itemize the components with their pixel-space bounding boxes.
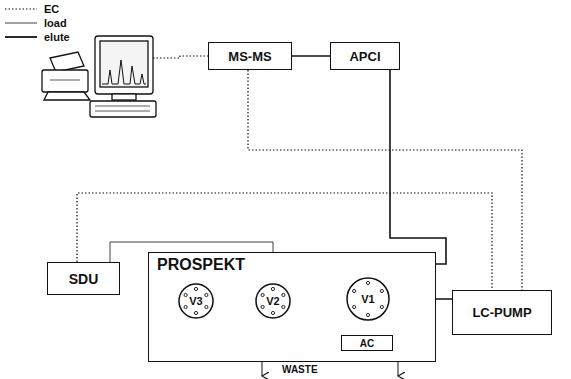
legend-label: elute bbox=[44, 31, 70, 43]
legend: EC load elute bbox=[4, 2, 70, 44]
legend-line-sample bbox=[4, 18, 38, 28]
node-label: V1 bbox=[361, 293, 374, 305]
instrument-box: LC-PUMP bbox=[452, 290, 552, 335]
node-label: PROSPEKT bbox=[157, 256, 245, 274]
node-label: AC bbox=[360, 338, 374, 349]
computer-icon bbox=[90, 36, 156, 117]
node-label: V3 bbox=[189, 295, 202, 307]
flow-connector bbox=[368, 70, 446, 277]
valve-circle: V3 bbox=[178, 283, 214, 319]
legend-item: elute bbox=[4, 30, 70, 44]
instrument-box: MS-MS bbox=[208, 42, 292, 70]
waste-label: WASTE bbox=[280, 364, 320, 375]
legend-line-sample bbox=[4, 32, 38, 42]
valve-circle: V2 bbox=[255, 283, 291, 319]
valve-circle: V1 bbox=[346, 277, 390, 321]
instrument-box: SDU bbox=[47, 262, 120, 295]
node-label: LC-PUMP bbox=[472, 305, 531, 320]
legend-label: load bbox=[44, 17, 67, 29]
printer-icon bbox=[42, 52, 90, 100]
instrument-box: APCI bbox=[330, 42, 400, 70]
column-box: AC bbox=[341, 335, 393, 351]
legend-item: EC bbox=[4, 2, 70, 16]
node-label: SDU bbox=[69, 271, 99, 287]
flow-connector bbox=[292, 55, 330, 57]
node-label: APCI bbox=[349, 49, 380, 64]
instrument-housing: PROSPEKT V3 V2 V1AC bbox=[148, 252, 436, 362]
ec-line bbox=[153, 56, 208, 58]
node-label: V2 bbox=[266, 295, 279, 307]
node-label: MS-MS bbox=[228, 49, 271, 64]
legend-label: EC bbox=[44, 3, 59, 15]
legend-item: load bbox=[4, 16, 70, 30]
legend-line-sample bbox=[4, 4, 38, 14]
